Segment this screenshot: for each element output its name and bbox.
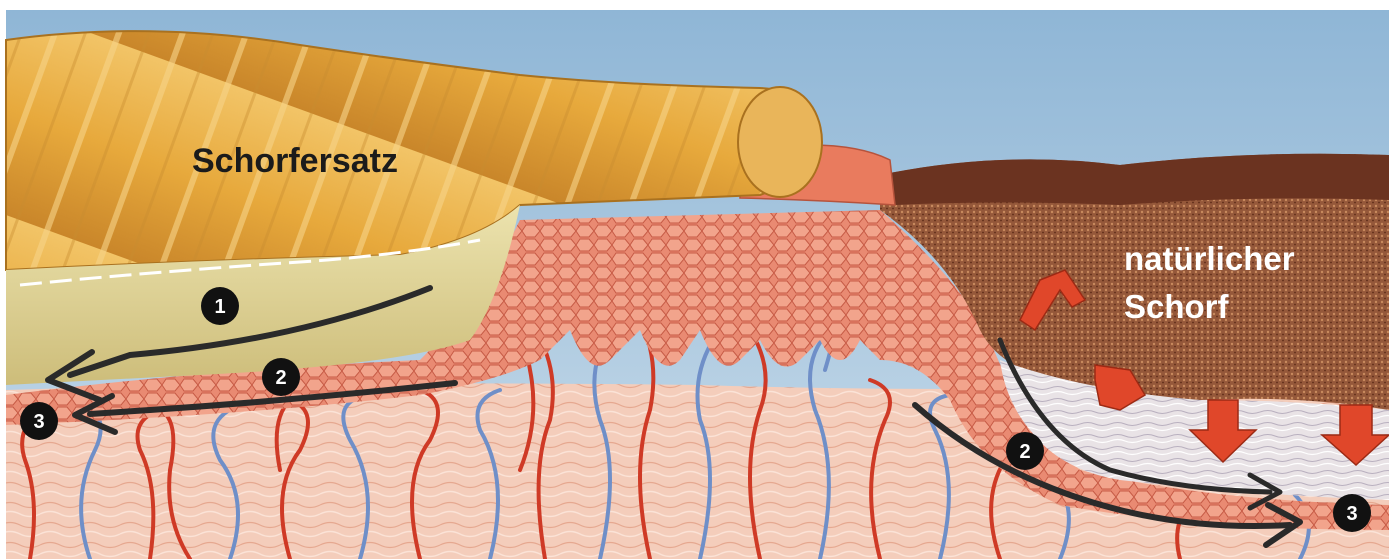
badge-2-right-text: 2: [1019, 441, 1030, 463]
badge-3-right-text: 3: [1346, 503, 1357, 525]
badge-3-left-text: 3: [33, 411, 44, 433]
badge-3-left: 3: [20, 402, 58, 440]
badge-1-text: 1: [214, 296, 225, 318]
label-scab-substitute: Schorfersatz: [192, 142, 398, 180]
label-natural-scab-line1: natürlicher: [1124, 240, 1295, 277]
badge-3-right: 3: [1333, 494, 1371, 532]
label-natural-scab-line2: Schorf: [1124, 288, 1230, 325]
badge-2-left: 2: [262, 358, 300, 396]
badge-2-right: 2: [1006, 432, 1044, 470]
badge-2-left-text: 2: [275, 367, 286, 389]
dressing-end-cap: [738, 87, 822, 197]
badge-1: 1: [201, 287, 239, 325]
